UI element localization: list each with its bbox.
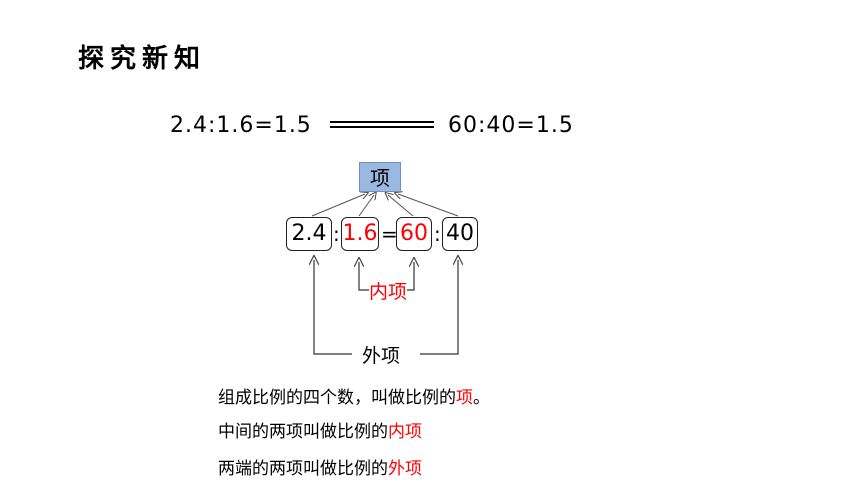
- ratio-term-b: 1.6: [341, 217, 379, 251]
- inner-bracket-right: [407, 262, 414, 291]
- definition-1-end: 。: [473, 388, 490, 408]
- definition-3-text: 两端的两项叫做比例的: [218, 459, 388, 479]
- ratio-equals: =: [381, 222, 398, 246]
- equation-right: 60:40=1.5: [448, 113, 574, 138]
- arrow-a-to-term: [311, 194, 365, 217]
- definition-line-3: 两端的两项叫做比例的外项: [218, 454, 422, 479]
- outer-terms-label: 外项: [362, 345, 401, 367]
- ratio-term-d: 40: [442, 217, 478, 251]
- ratio-term-a: 2.4: [286, 217, 332, 251]
- inner-bracket-left: [359, 262, 369, 291]
- definition-1-key: 项: [456, 388, 473, 408]
- definition-3-key: 外项: [388, 459, 422, 479]
- ratio-term-c: 60: [396, 217, 432, 251]
- page-title: 探究新知: [78, 44, 207, 74]
- definition-2-key: 内项: [388, 422, 422, 442]
- arrow-b-to-term: [358, 195, 374, 217]
- definition-1-text: 组成比例的四个数，叫做比例的: [218, 388, 456, 408]
- outer-bracket-right: [420, 260, 458, 355]
- definition-line-1: 组成比例的四个数，叫做比例的项。: [218, 383, 490, 408]
- inner-terms-label: 内项: [369, 281, 408, 303]
- arrow-d-to-term: [398, 194, 459, 217]
- equivalence-double-line: [330, 121, 434, 128]
- arrow-c-to-term: [388, 195, 414, 217]
- term-box: 项: [359, 162, 401, 192]
- ratio-colon-1: :: [333, 222, 340, 246]
- outer-bracket-left: [314, 260, 352, 355]
- ratio-colon-2: :: [434, 222, 441, 246]
- equation-left: 2.4:1.6=1.5: [170, 113, 312, 138]
- definition-2-text: 中间的两项叫做比例的: [218, 422, 388, 442]
- definition-line-2: 中间的两项叫做比例的内项: [218, 417, 422, 442]
